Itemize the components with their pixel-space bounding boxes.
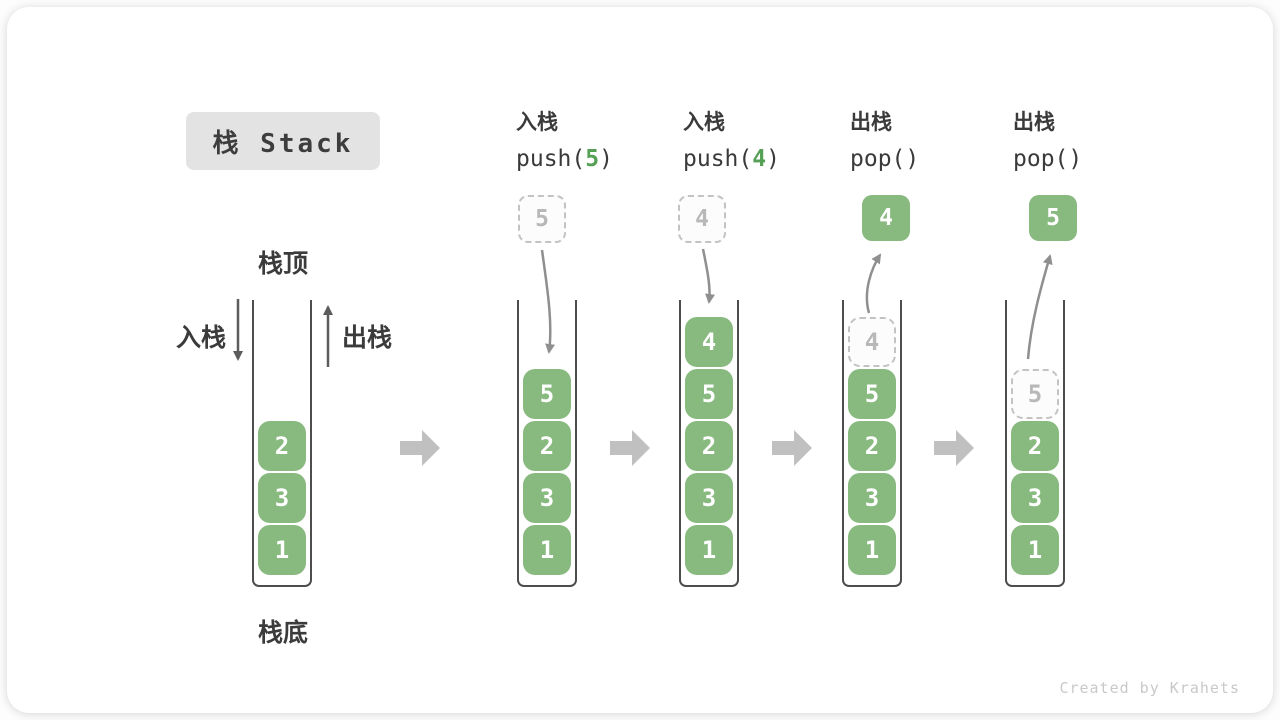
arrow-right-icon xyxy=(610,430,650,466)
diagram-card: 栈 Stack 栈顶 栈底 入栈 出栈 入栈 push(5) 入栈 push(4… xyxy=(7,7,1273,713)
watermark: Created by Krahets xyxy=(1059,679,1240,697)
code-post: ) xyxy=(1068,146,1083,172)
op-label: 入栈 xyxy=(516,111,558,134)
stack-item: 1 xyxy=(685,525,733,575)
incoming-item-ghost: 5 xyxy=(518,195,566,243)
popped-item: 4 xyxy=(862,195,910,241)
op-label: 入栈 xyxy=(683,111,725,134)
stack-item: 5 xyxy=(685,369,733,419)
code-pre: pop( xyxy=(850,146,906,172)
op-header-pop5: 出栈 pop() xyxy=(1013,104,1183,178)
stack-top-label: 栈顶 xyxy=(258,250,309,278)
stack-container-push4: 4 5 2 3 1 xyxy=(679,300,739,587)
op-code: push(4) xyxy=(683,141,853,178)
op-header-pop4: 出栈 pop() xyxy=(850,104,1020,178)
stack-item: 1 xyxy=(523,525,571,575)
code-pre: push( xyxy=(516,146,586,172)
stack-item: 3 xyxy=(1011,473,1059,523)
incoming-item-ghost: 4 xyxy=(678,195,726,243)
push-direction-label: 入栈 xyxy=(176,324,227,352)
pop-direction-label: 出栈 xyxy=(342,324,393,352)
code-post: ) xyxy=(905,146,920,172)
op-header-push5: 入栈 push(5) xyxy=(516,104,686,178)
stack-item: 3 xyxy=(258,473,306,523)
op-code: pop() xyxy=(850,141,1020,178)
op-header-push4: 入栈 push(4) xyxy=(683,104,853,178)
stack-bottom-label: 栈底 xyxy=(258,619,309,647)
stack-item: 2 xyxy=(848,421,896,471)
code-arg: 4 xyxy=(752,146,767,172)
stack-item: 2 xyxy=(1011,421,1059,471)
stack-item: 5 xyxy=(848,369,896,419)
title-badge: 栈 Stack xyxy=(186,112,380,170)
stack-item: 2 xyxy=(523,421,571,471)
op-label: 出栈 xyxy=(1013,111,1055,134)
title-text: 栈 Stack xyxy=(212,128,354,159)
stack-item: 1 xyxy=(848,525,896,575)
code-pre: push( xyxy=(683,146,753,172)
stack-container-pop4: 4 5 2 3 1 xyxy=(842,300,902,587)
op-code: push(5) xyxy=(516,141,686,178)
stack-item: 2 xyxy=(258,421,306,471)
stack-item: 1 xyxy=(258,525,306,575)
stack-item-ghost: 5 xyxy=(1011,369,1059,419)
stack-item: 4 xyxy=(685,317,733,367)
stack-item-ghost: 4 xyxy=(848,317,896,367)
code-arg: 5 xyxy=(585,146,600,172)
stack-item: 1 xyxy=(1011,525,1059,575)
stack-container-initial: 2 3 1 xyxy=(252,300,312,587)
code-pre: pop( xyxy=(1013,146,1069,172)
popped-item: 5 xyxy=(1029,195,1077,241)
stack-item: 3 xyxy=(685,473,733,523)
stack-item: 2 xyxy=(685,421,733,471)
op-label: 出栈 xyxy=(850,111,892,134)
arrow-right-icon xyxy=(400,430,440,466)
op-code: pop() xyxy=(1013,141,1183,178)
code-post: ) xyxy=(599,146,613,172)
arrow-right-icon xyxy=(934,430,974,466)
code-post: ) xyxy=(766,146,780,172)
push-motion-arrow-icon xyxy=(701,248,716,304)
stack-item: 3 xyxy=(523,473,571,523)
arrow-right-icon xyxy=(772,430,812,466)
stack-container-pop5: 5 2 3 1 xyxy=(1005,300,1065,587)
stack-item: 5 xyxy=(523,369,571,419)
stack-container-push5: 5 2 3 1 xyxy=(517,300,577,587)
stack-item: 3 xyxy=(848,473,896,523)
